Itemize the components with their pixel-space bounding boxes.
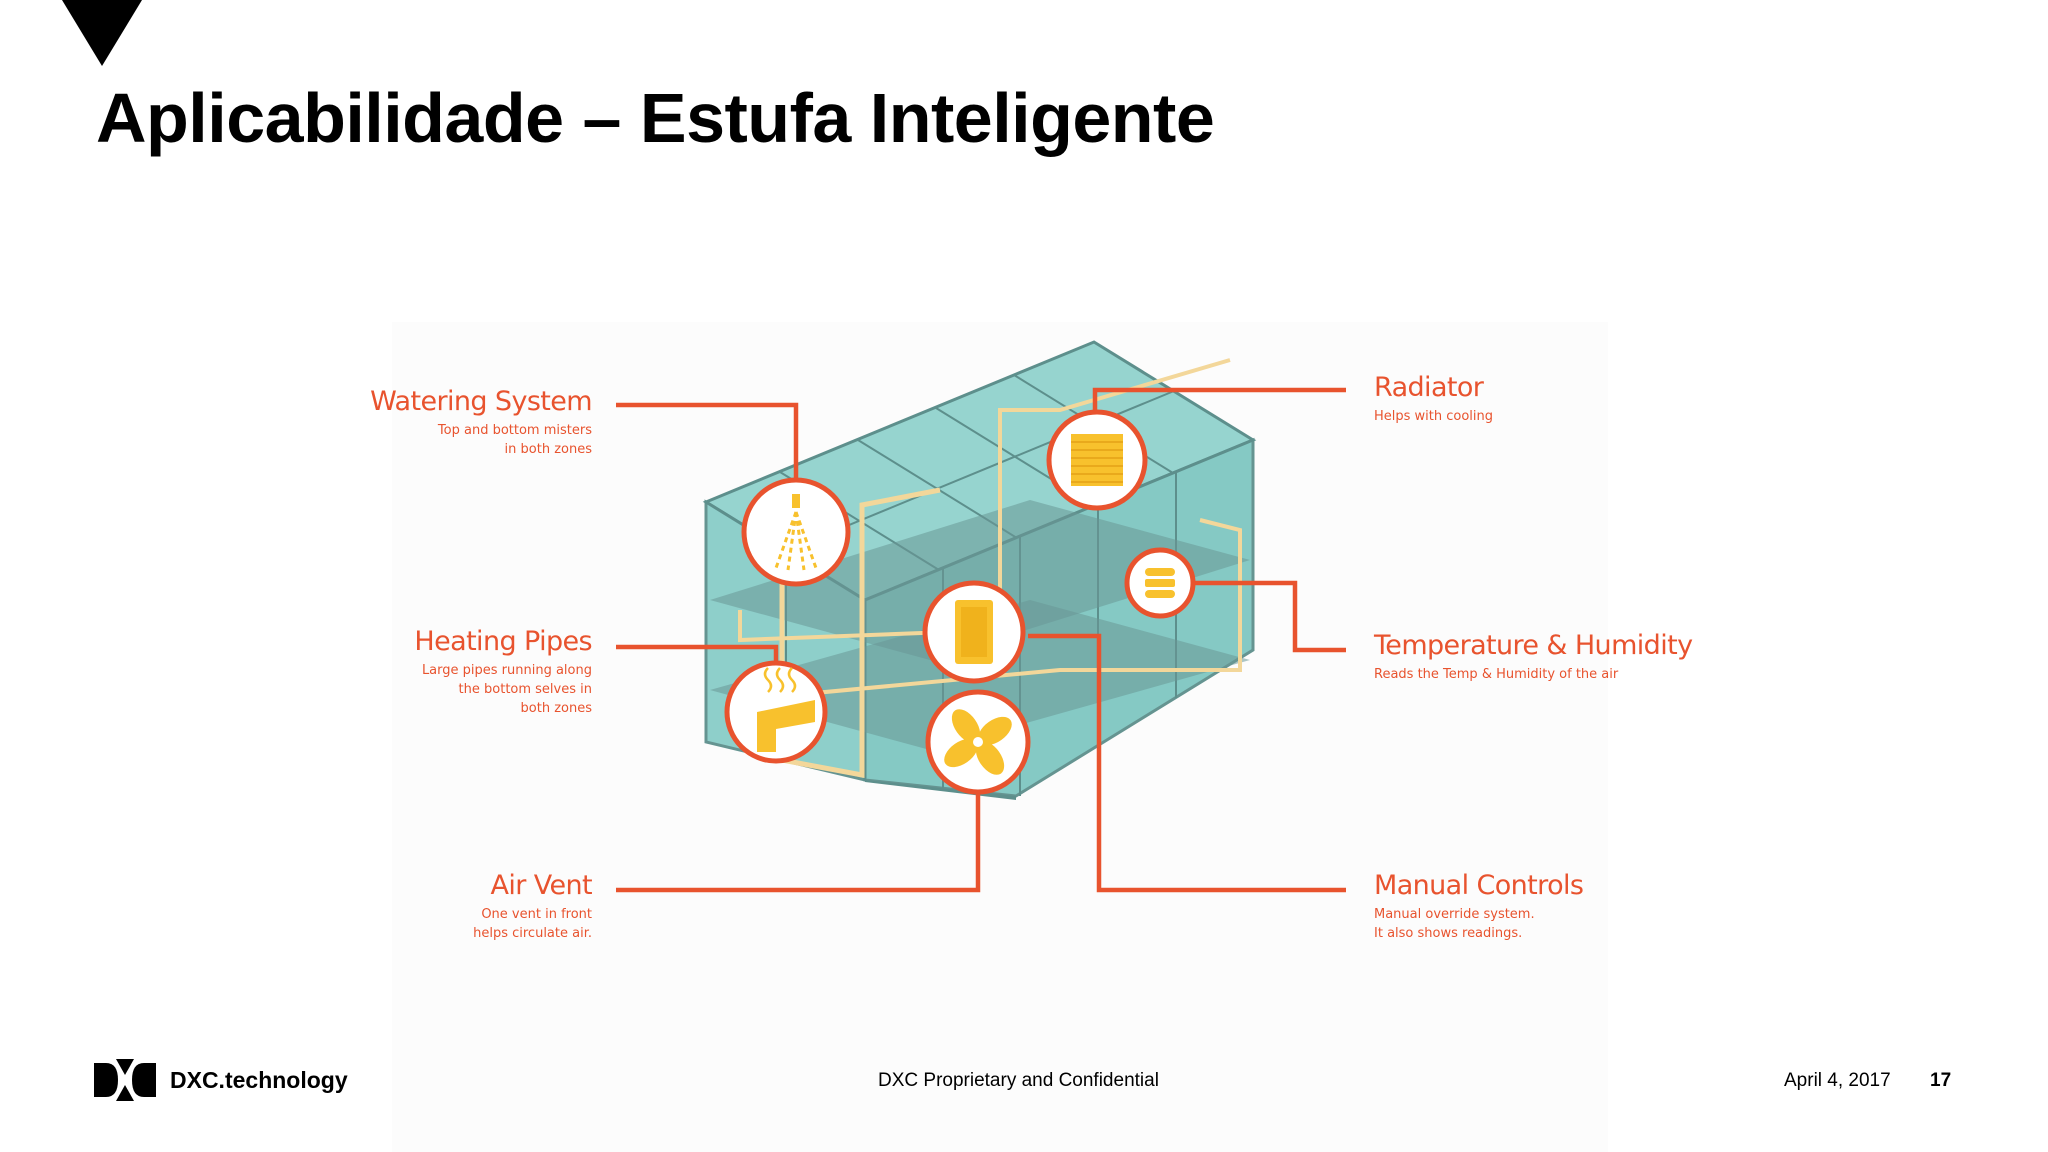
- label-air-vent: Air Vent One vent in front helps circula…: [473, 870, 592, 943]
- footer-brand: DXC.technology: [170, 1067, 348, 1093]
- greenhouse-upper-shelf: [710, 500, 1250, 660]
- heating-pipes-desc: Large pipes running along the bottom sel…: [421, 663, 592, 716]
- shower-icon: [741, 477, 851, 587]
- dxc-logo-icon: [94, 1059, 156, 1101]
- connector-temperature: [1194, 580, 1346, 653]
- heating-pipes-title: Heating Pipes: [414, 626, 592, 657]
- label-radiator: Radiator Helps with cooling: [1374, 372, 1493, 426]
- watering-system-title: Watering System: [370, 386, 592, 417]
- slide-title: Aplicabilidade – Estufa Inteligente: [96, 79, 1215, 157]
- sensor-icon: [1124, 547, 1196, 619]
- connector-watering: [616, 402, 799, 478]
- connector-heating: [616, 644, 779, 662]
- manual-controls-desc: Manual override system. It also shows re…: [1374, 907, 1535, 941]
- label-heating-pipes: Heating Pipes Large pipes running along …: [414, 626, 592, 718]
- connector-airvent: [616, 788, 981, 893]
- connector-manual: [1028, 633, 1346, 893]
- manual-controls-title: Manual Controls: [1374, 870, 1584, 901]
- page-number: 17: [1930, 1070, 1952, 1091]
- callout-connectors: [616, 387, 1346, 893]
- radiator-icon: [1046, 409, 1148, 511]
- connector-radiator: [1092, 387, 1346, 412]
- label-temperature-humidity: Temperature & Humidity Reads the Temp & …: [1374, 630, 1693, 684]
- watering-system-desc: Top and bottom misters in both zones: [437, 423, 592, 457]
- footer-confidential: DXC Proprietary and Confidential: [878, 1070, 1159, 1091]
- corner-triangle-mark: [62, 0, 142, 66]
- fan-icon: [925, 689, 1031, 795]
- radiator-title: Radiator: [1374, 372, 1484, 403]
- radiator-desc: Helps with cooling: [1374, 409, 1494, 424]
- temperature-humidity-title: Temperature & Humidity: [1374, 630, 1693, 661]
- label-watering-system: Watering System Top and bottom misters i…: [370, 386, 592, 459]
- air-vent-title: Air Vent: [490, 870, 592, 901]
- air-vent-desc: One vent in front helps circulate air.: [473, 907, 592, 941]
- label-manual-controls: Manual Controls Manual override system. …: [1374, 870, 1584, 943]
- heating-pipe-icon: [724, 660, 828, 764]
- control-panel-icon: [922, 580, 1026, 684]
- footer-date: April 4, 2017: [1784, 1070, 1891, 1091]
- temperature-humidity-desc: Reads the Temp & Humidity of the air: [1374, 667, 1619, 682]
